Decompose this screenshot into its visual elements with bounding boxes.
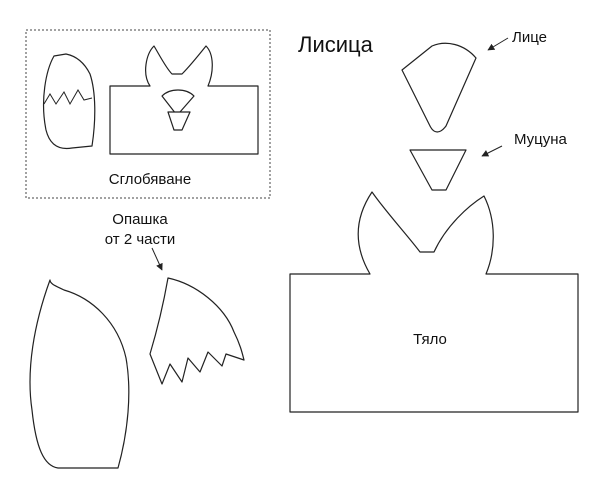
assembly-muzzle [167,111,191,131]
body-piece [289,191,579,413]
muzzle-label: Муцуна [514,131,568,148]
assembly-dotted-frame [25,29,271,199]
page-title: Лисица [298,32,374,57]
arrow-icon [487,37,509,51]
assembly-face [161,89,195,115]
assembly-tail-seam [43,89,93,106]
body-label: Тяло [413,331,447,348]
tail-label-line2: от 2 части [105,231,175,248]
tail-part-2 [149,277,245,385]
assembly-tail [43,53,96,150]
arrow-icon [151,247,163,271]
tail-label-line1: Опашка [112,211,168,228]
face-label: Лице [512,29,547,46]
arrow-icon [481,145,503,157]
face-piece [401,42,477,133]
muzzle-piece [409,149,467,191]
assembly-label: Сглобяване [109,171,191,188]
assembly-preview: Сглобяване [25,29,271,199]
tail-part-1 [29,279,130,469]
